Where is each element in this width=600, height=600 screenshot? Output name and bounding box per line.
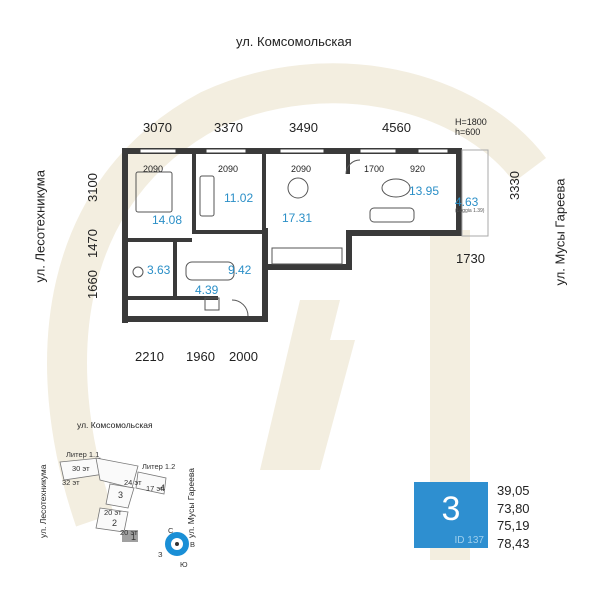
compass-n: С bbox=[168, 526, 174, 535]
compass-s: Ю bbox=[180, 560, 188, 569]
area-bedroom: 14.08 bbox=[152, 213, 183, 227]
dim-right-2: 1730 bbox=[456, 251, 485, 266]
site-section-3: 3 bbox=[118, 490, 124, 500]
site-section-1: 1 bbox=[131, 532, 137, 542]
site-floors-4: 17 эт bbox=[146, 484, 164, 493]
area-bath: 4.39 bbox=[195, 283, 219, 297]
rooms-count: 3 bbox=[441, 490, 461, 528]
site-liter-1: Литер 1.1 bbox=[66, 450, 100, 459]
site-floors-2: 32 эт bbox=[62, 478, 80, 487]
street-top-label: ул. Комсомольская bbox=[236, 34, 352, 49]
area-value-4: 78,43 bbox=[497, 535, 530, 551]
site-floors-6: 20 эт bbox=[120, 528, 138, 537]
height-note-2: h=600 bbox=[455, 127, 481, 137]
site-liter-2: Литер 1.2 bbox=[142, 462, 176, 471]
rooms-badge: 3 ID 137 bbox=[414, 482, 488, 548]
area-wc: 3.63 bbox=[147, 263, 171, 277]
listing-id: ID 137 bbox=[454, 535, 484, 546]
site-section-4: 4 bbox=[160, 483, 166, 493]
area-living: 13.95 bbox=[409, 184, 440, 198]
area-kitchen: 17.31 bbox=[282, 211, 313, 225]
site-street-top: ул. Комсомольская bbox=[77, 420, 153, 430]
dim-bottom-1: 2210 bbox=[135, 349, 164, 364]
window-dim-3: 2090 bbox=[291, 164, 312, 174]
window-dim-4: 1700 bbox=[364, 164, 385, 174]
area-room2: 11.02 bbox=[224, 191, 254, 205]
site-floors-5: 20 эт bbox=[104, 508, 122, 517]
compass-w: З bbox=[158, 550, 163, 559]
area-value-3: 75,19 bbox=[497, 518, 530, 533]
dim-top-2: 3370 bbox=[214, 120, 243, 135]
area-values: 39,05 73,80 75,19 78,43 bbox=[497, 482, 530, 552]
area-hall: 9.42 bbox=[228, 263, 252, 277]
height-note-1: H=1800 bbox=[455, 117, 487, 127]
dim-bottom-2: 1960 bbox=[186, 349, 215, 364]
window-dim-5: 920 bbox=[410, 164, 426, 174]
area-value-2: 73,80 bbox=[497, 500, 530, 516]
loggia-note: (Loggia 1.39) bbox=[455, 208, 485, 214]
site-section-2: 2 bbox=[112, 518, 118, 528]
area-value-1: 39,05 bbox=[497, 483, 530, 498]
dim-bottom-3: 2000 bbox=[229, 349, 258, 364]
window-dim-2: 2090 bbox=[218, 164, 239, 174]
dim-top-4: 4560 bbox=[382, 120, 411, 135]
dim-top-1: 3070 bbox=[143, 120, 172, 135]
site-floors-3: 24 эт bbox=[124, 478, 142, 487]
area-loggia: 4.63 bbox=[455, 195, 479, 209]
window-dim-1: 2090 bbox=[143, 164, 164, 174]
dim-top-3: 3490 bbox=[289, 120, 318, 135]
site-floors-1: 30 эт bbox=[72, 464, 90, 473]
compass-e: В bbox=[190, 540, 196, 549]
